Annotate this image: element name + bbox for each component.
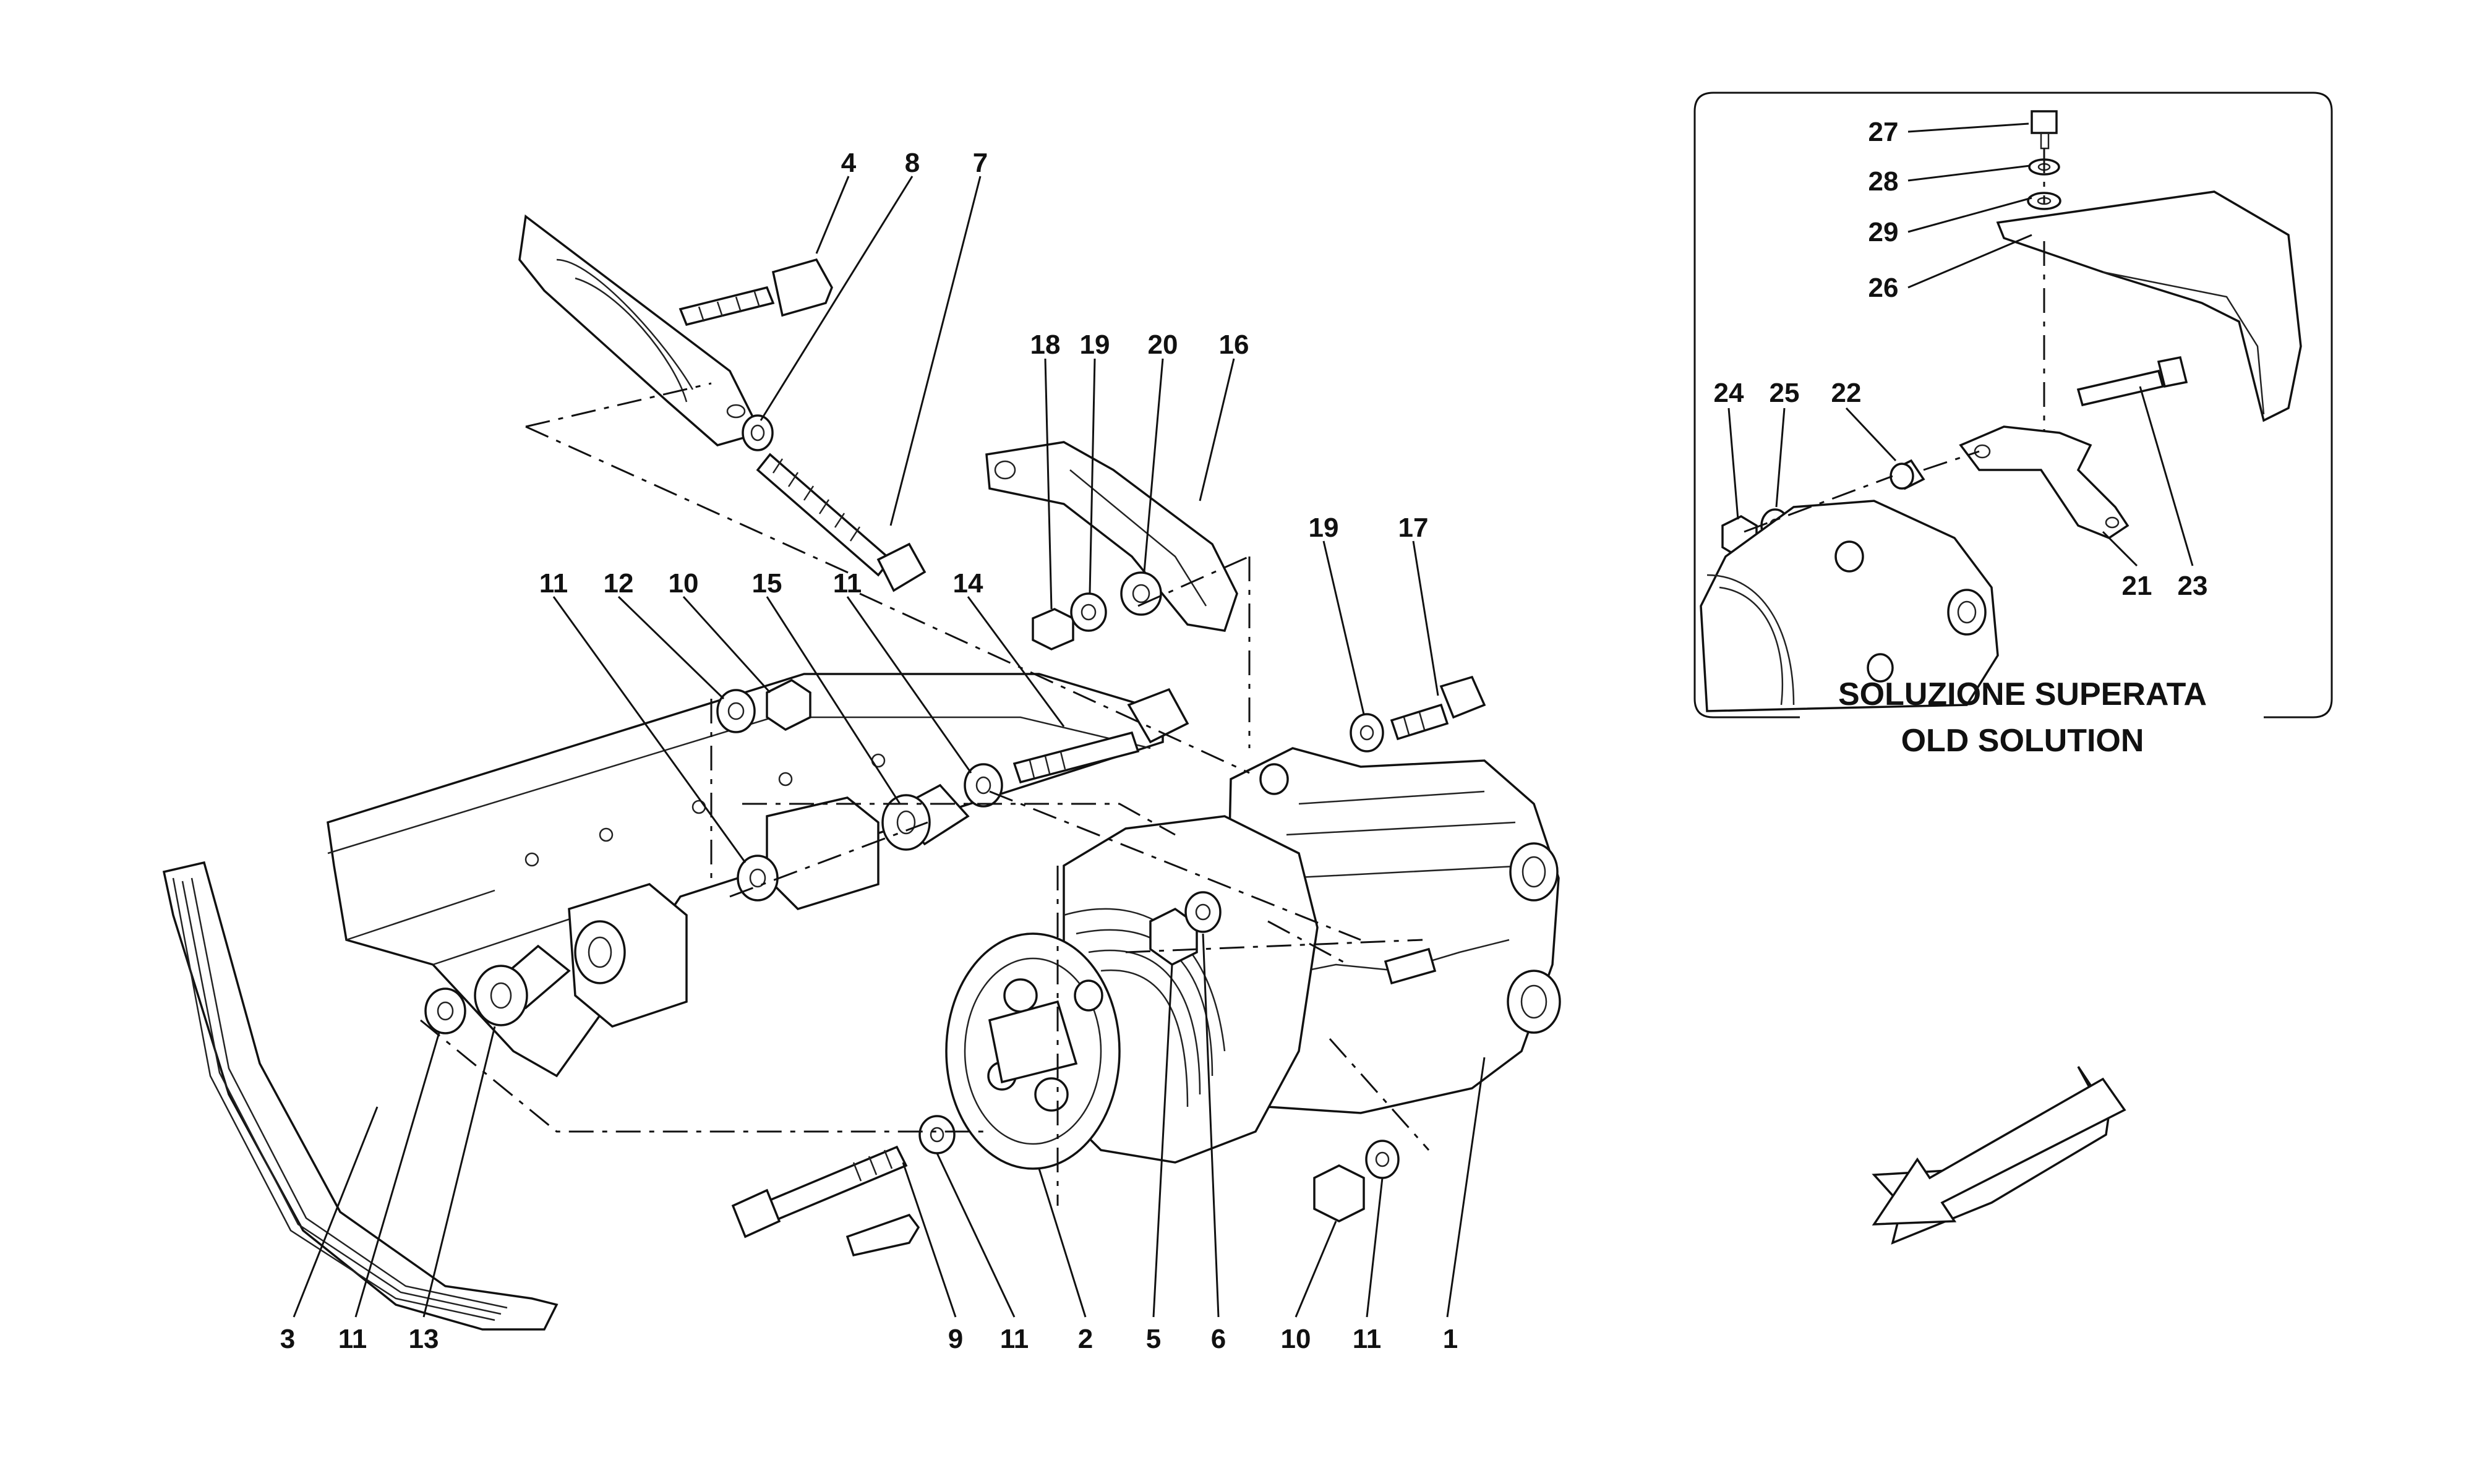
spacer-15 xyxy=(881,783,970,851)
inset-caption-line2: OLD SOLUTION xyxy=(1901,723,2144,759)
inset-old-solution: 27 28 29 26 24 25 22 21 23 SOLUZIONE SUP… xyxy=(1693,92,2333,759)
callout-19-b: 19 xyxy=(1309,513,1339,543)
callout-11-a: 11 xyxy=(539,568,568,599)
callout-10-a: 10 xyxy=(669,568,699,599)
washer-6 xyxy=(1184,891,1222,933)
inset-leader-lines xyxy=(1727,122,2194,567)
main-assembly: 4 8 7 18 19 20 16 19 17 11 12 10 15 11 1… xyxy=(162,148,1561,1354)
callout-29: 29 xyxy=(1868,217,1899,247)
callout-3: 3 xyxy=(280,1324,295,1354)
callout-11-e: 11 xyxy=(1353,1324,1382,1354)
washer-11-d xyxy=(918,1115,956,1154)
drive-belt-3 xyxy=(162,861,920,1331)
stud-7 xyxy=(756,453,927,592)
assembly-lines xyxy=(420,382,1430,1206)
callout-14: 14 xyxy=(953,568,983,599)
bracket-21 xyxy=(1959,425,2129,539)
washer-11-a xyxy=(424,987,466,1034)
bolt-27 xyxy=(2031,110,2058,134)
bracket-16 xyxy=(985,441,1238,632)
callout-7: 7 xyxy=(973,148,988,178)
callout-9: 9 xyxy=(948,1324,963,1354)
callout-17: 17 xyxy=(1398,513,1429,543)
heat-shield-26 xyxy=(1996,190,2302,422)
spacer-13 xyxy=(474,944,571,1026)
callout-5: 5 xyxy=(1146,1324,1161,1354)
callout-6: 6 xyxy=(1211,1324,1226,1354)
callout-22: 22 xyxy=(1831,378,1862,408)
bolt-14 xyxy=(1012,688,1189,784)
washer-11-b xyxy=(737,855,779,902)
washer-12 xyxy=(716,689,756,733)
bolt-9 xyxy=(731,1145,908,1239)
washer-20 xyxy=(1120,571,1162,616)
callout-19: 19 xyxy=(1080,330,1110,360)
callout-11-b: 11 xyxy=(833,568,862,599)
inset-frame xyxy=(1693,92,2333,719)
callout-24: 24 xyxy=(1714,378,1744,408)
inset-assembly-line xyxy=(1744,450,1980,533)
inset-callout-labels: 27 28 29 26 24 25 22 21 23 xyxy=(1714,117,2208,601)
callout-11-d: 11 xyxy=(1000,1324,1029,1354)
arrow-down-left-icon xyxy=(1872,1066,2126,1245)
callout-4: 4 xyxy=(841,148,857,178)
bolt-4 xyxy=(678,258,833,326)
nut-18 xyxy=(1032,608,1074,650)
callout-12: 12 xyxy=(604,568,634,599)
callout-28: 28 xyxy=(1868,166,1899,197)
callout-1: 1 xyxy=(1443,1324,1458,1354)
compressor-fragment xyxy=(1700,500,1999,712)
callout-27: 27 xyxy=(1868,117,1899,147)
callout-18: 18 xyxy=(1030,330,1061,360)
engine-bracket xyxy=(518,214,763,446)
washer-11-c xyxy=(964,763,1003,808)
callout-26: 26 xyxy=(1868,273,1899,303)
callout-labels: 4 8 7 18 19 20 16 19 17 11 12 10 15 11 1… xyxy=(280,148,1458,1354)
washer-19-b xyxy=(1350,713,1384,753)
bolt-23 xyxy=(2076,356,2188,407)
pulley-2 xyxy=(945,815,1319,1170)
callout-13: 13 xyxy=(409,1324,439,1354)
washer-19 xyxy=(1070,592,1107,632)
callout-25: 25 xyxy=(1770,378,1800,408)
washer-11-e xyxy=(1365,1140,1400,1179)
callout-10-b: 10 xyxy=(1281,1324,1311,1354)
callout-2: 2 xyxy=(1078,1324,1093,1354)
callout-11-c: 11 xyxy=(338,1324,367,1354)
callout-15: 15 xyxy=(752,568,782,599)
washer-8 xyxy=(742,414,774,451)
callout-20: 20 xyxy=(1148,330,1178,360)
nut-10-b xyxy=(1313,1164,1365,1222)
inset-caption-line1: SOLUZIONE SUPERATA xyxy=(1838,676,2207,712)
nut-10-a xyxy=(766,678,811,731)
callout-8: 8 xyxy=(905,148,920,178)
callout-23: 23 xyxy=(2178,571,2208,601)
leader-lines xyxy=(293,176,1486,1318)
callout-21: 21 xyxy=(2122,571,2152,601)
bolt-17 xyxy=(1390,675,1486,741)
callout-16: 16 xyxy=(1219,330,1249,360)
